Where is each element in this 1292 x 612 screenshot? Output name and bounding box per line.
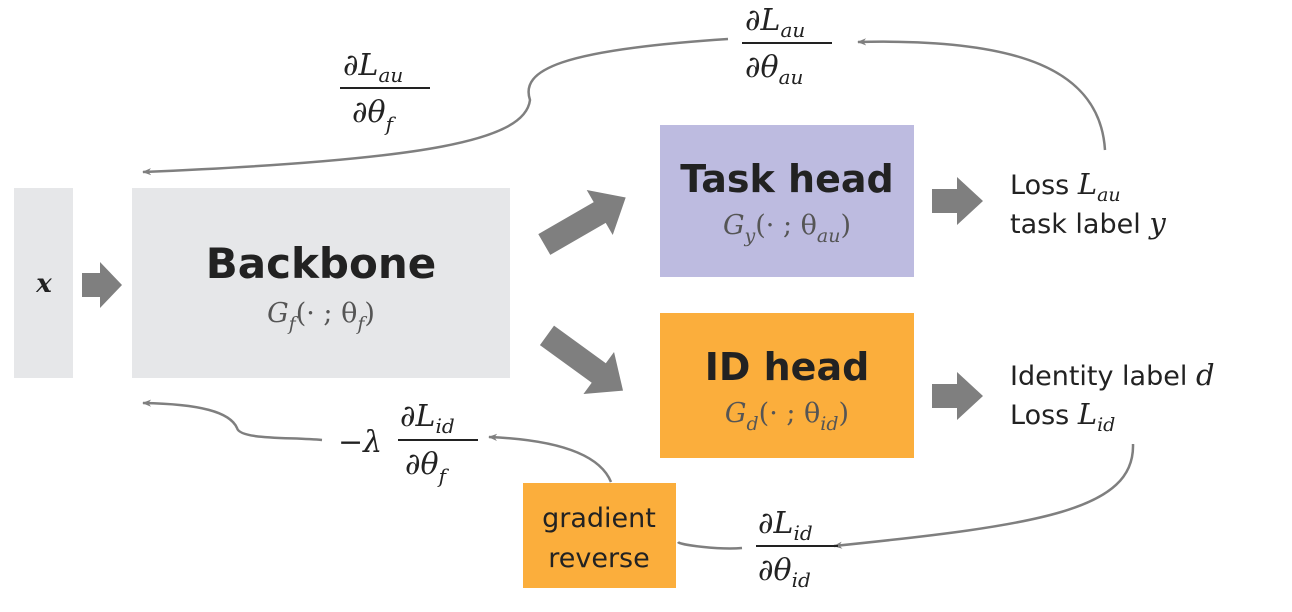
arrow-task-head-to-loss: [932, 177, 983, 225]
gradient-reverse-block: [523, 483, 676, 588]
task-head-title: Task head: [680, 157, 893, 201]
id-head-block: [660, 313, 914, 458]
svg-text:∂Lau: ∂Lau: [343, 48, 403, 87]
grad-au-theta-au: ∂Lau ∂θau: [742, 3, 832, 89]
arrow-id-head-to-label: [932, 372, 983, 420]
curve-task-loss-to-grad: [857, 38, 1107, 151]
grad-id-theta-id: ∂Lid ∂θid: [756, 506, 838, 592]
curve-id-loss-to-grad: [833, 443, 1135, 549]
backbone-block: [132, 188, 510, 378]
task-head-function: Gy(· ; θau): [723, 210, 851, 247]
svg-text:∂θf: ∂θf: [405, 447, 450, 488]
gradient-reverse-line2: reverse: [548, 543, 650, 574]
svg-text:∂Lid: ∂Lid: [758, 506, 813, 545]
id-head-title: ID head: [705, 345, 870, 389]
arrow-backbone-to-id-head: [539, 325, 624, 395]
gradient-reverse-line1: gradient: [542, 503, 656, 534]
task-output-line1: Loss Lau: [1010, 167, 1121, 206]
svg-text:∂θau: ∂θau: [745, 50, 803, 89]
id-head-function: Gd(· ; θid): [725, 398, 849, 435]
grad-reversed: −λ ∂Lid ∂θf: [338, 399, 478, 488]
arrow-input-to-backbone: [82, 262, 122, 308]
task-output-line2: task label y: [1010, 206, 1166, 240]
grad-au-theta-f: ∂Lau ∂θf: [340, 48, 430, 136]
curve-grad-to-backbone-top: [142, 37, 729, 176]
curve-grad-to-reverse: [676, 540, 743, 550]
curve-grad-to-backbone-bottom: [142, 399, 323, 442]
svg-text:∂θid: ∂θid: [758, 553, 811, 592]
svg-text:∂θf: ∂θf: [352, 95, 397, 136]
input-block: [14, 188, 73, 378]
id-output-line2: Loss Lid: [1010, 397, 1115, 436]
backbone-function: Gf(· ; θf): [267, 298, 375, 335]
curve-reverse-to-grad: [488, 433, 613, 483]
svg-text:∂Lau: ∂Lau: [745, 3, 805, 42]
svg-text:−λ: −λ: [338, 425, 382, 460]
input-label: x: [35, 269, 52, 299]
task-head-block: [660, 125, 914, 277]
id-output-line1: Identity label d: [1010, 358, 1215, 392]
svg-text:∂Lid: ∂Lid: [400, 399, 455, 438]
backbone-title: Backbone: [206, 239, 437, 288]
arrow-backbone-to-task-head: [538, 189, 626, 255]
